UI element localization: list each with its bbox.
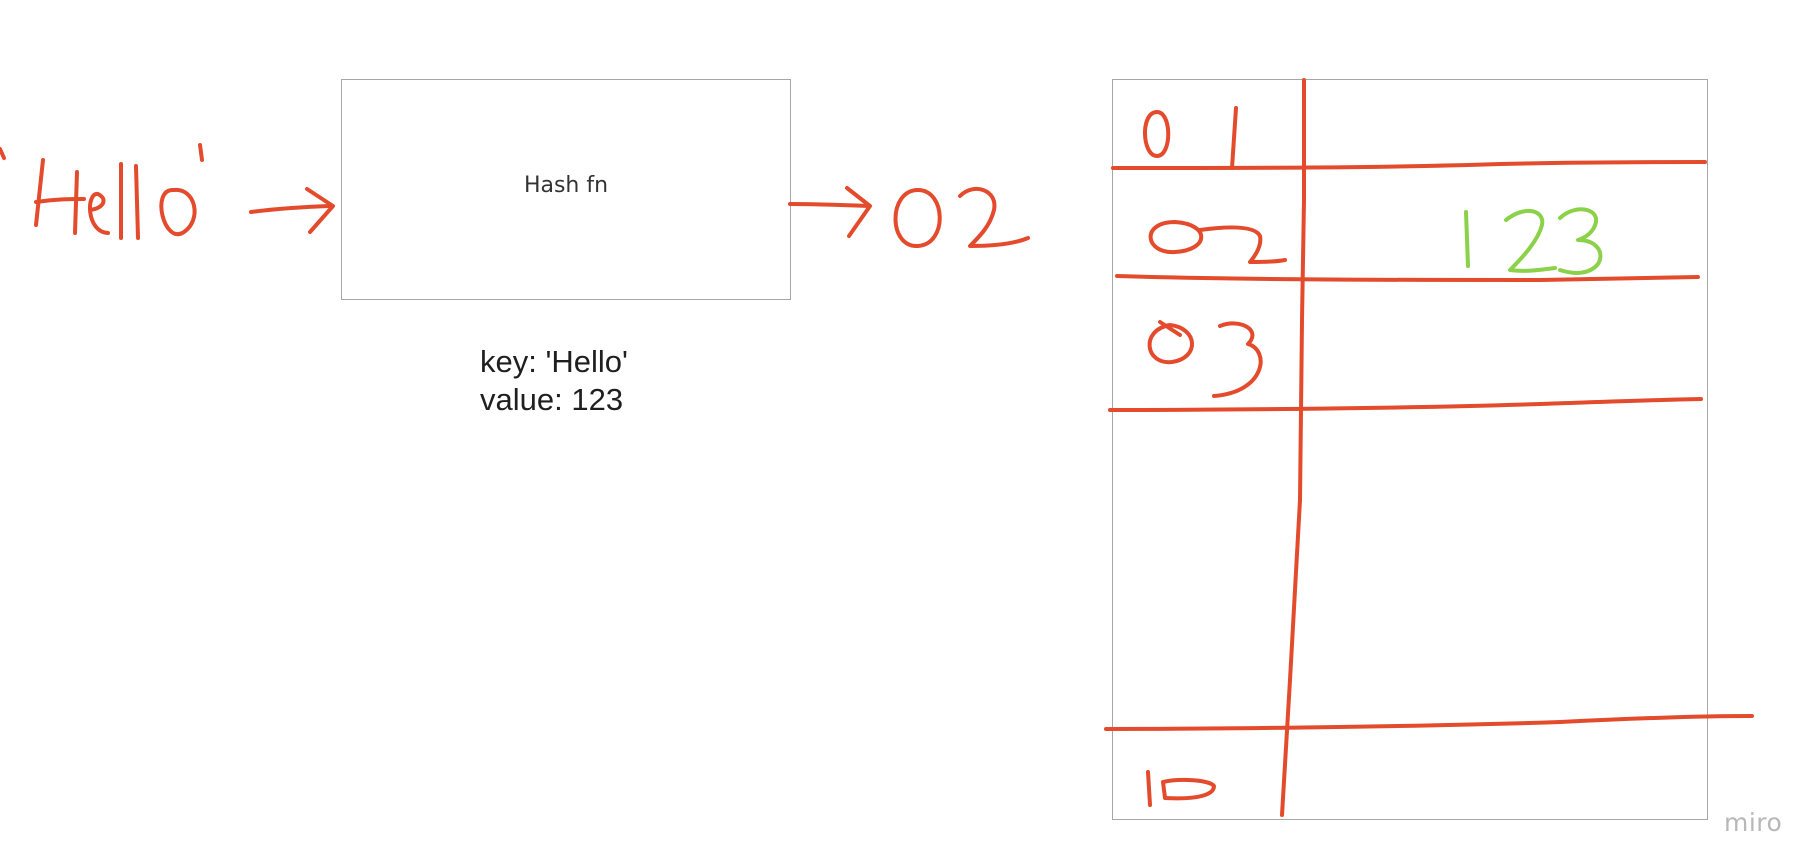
- handwritten-input-key: [0, 143, 204, 240]
- hash-function-label: Hash fn: [523, 173, 609, 198]
- arrow-key-to-hash: [249, 187, 335, 234]
- miro-watermark: miro: [1724, 808, 1783, 837]
- handwritten-hash-output: [893, 186, 1030, 249]
- value-line: value: 123: [480, 382, 624, 417]
- arrow-hash-to-output: [788, 186, 872, 238]
- hash-function-box[interactable]: Hash fn: [341, 79, 791, 300]
- key-line: key: 'Hello': [480, 344, 628, 379]
- key-value-note[interactable]: key: 'Hello' value: 123: [480, 343, 628, 419]
- hash-table-box[interactable]: [1112, 79, 1708, 820]
